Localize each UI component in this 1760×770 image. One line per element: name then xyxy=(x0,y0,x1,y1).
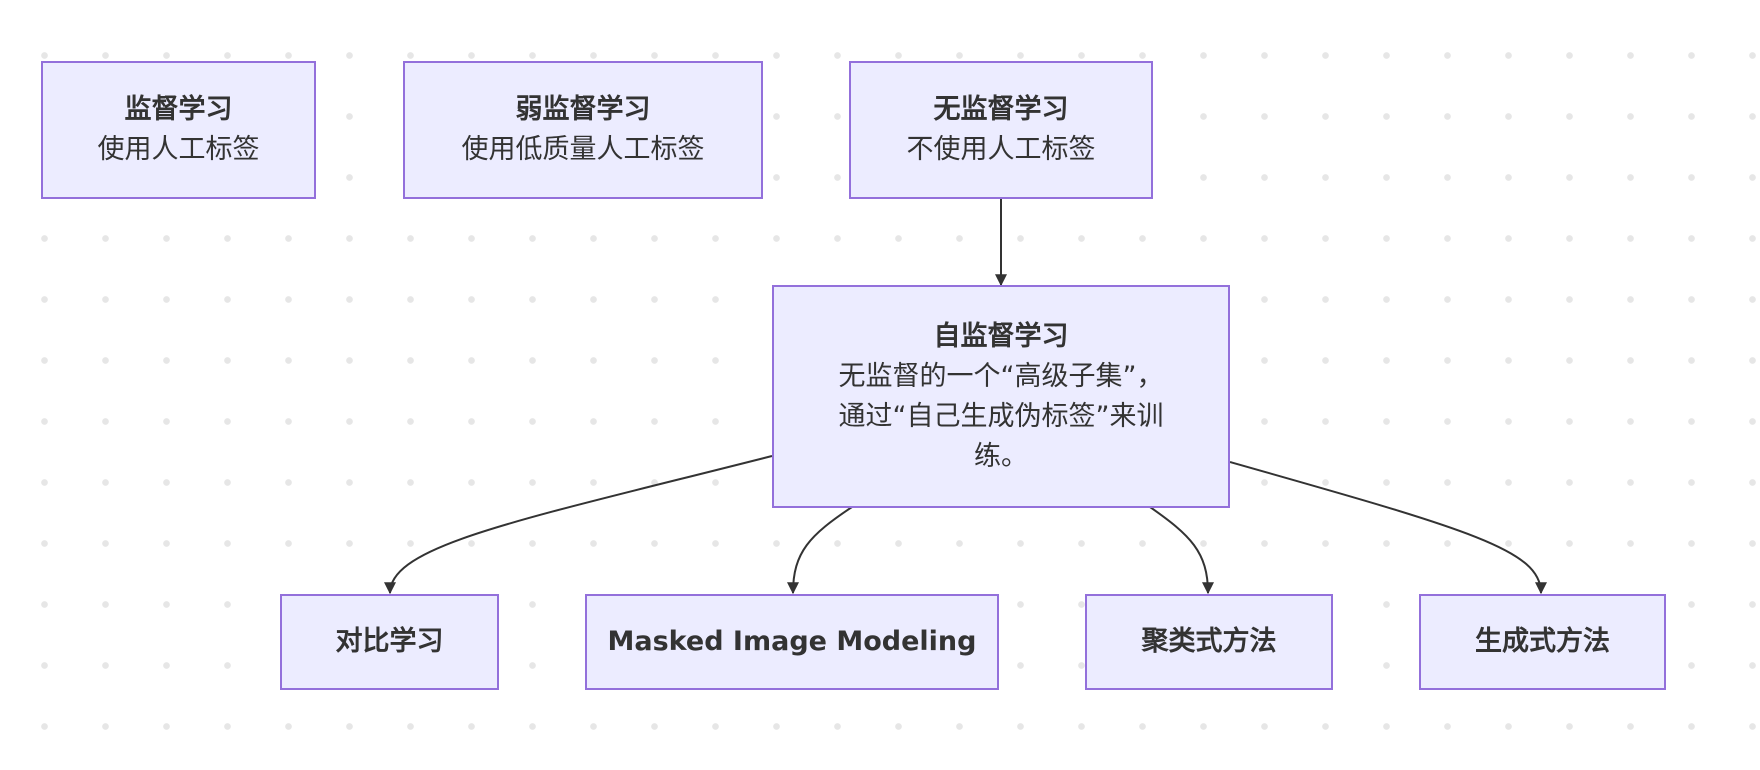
node-unsupervised-title: 无监督学习 xyxy=(933,94,1069,125)
node-self-supervised-desc-line-2: 通过“自己生成伪标签”来训 xyxy=(838,400,1164,432)
edge-self-supervised-to-clustering xyxy=(1149,506,1214,595)
node-clustering: 聚类式方法 xyxy=(1085,594,1333,690)
edge-self-supervised-to-contrastive xyxy=(384,455,773,595)
node-generative: 生成式方法 xyxy=(1419,594,1666,690)
node-self-supervised-desc-line-3: 练。 xyxy=(974,440,1028,472)
node-unsupervised: 无监督学习 不使用人工标签 xyxy=(849,61,1153,199)
node-masked-image-modeling-title: Masked Image Modeling xyxy=(607,626,977,657)
node-supervised: 监督学习 使用人工标签 xyxy=(41,61,316,199)
node-self-supervised-desc-line-1: 无监督的一个“高级子集”， xyxy=(838,360,1164,392)
edge-self-supervised-to-mim xyxy=(787,506,853,595)
node-weakly-supervised: 弱监督学习 使用低质量人工标签 xyxy=(403,61,763,199)
node-weakly-supervised-title: 弱监督学习 xyxy=(515,94,651,125)
node-self-supervised: 自监督学习 无监督的一个“高级子集”， 通过“自己生成伪标签”来训 练。 xyxy=(772,285,1230,508)
node-masked-image-modeling: Masked Image Modeling xyxy=(585,594,999,690)
node-clustering-title: 聚类式方法 xyxy=(1141,626,1277,657)
node-contrastive: 对比学习 xyxy=(280,594,499,690)
edge-self-supervised-to-generative xyxy=(1229,461,1547,595)
node-self-supervised-title: 自监督学习 xyxy=(933,320,1069,352)
node-supervised-title: 监督学习 xyxy=(124,94,233,125)
node-contrastive-title: 对比学习 xyxy=(335,626,444,657)
node-weakly-supervised-desc: 使用低质量人工标签 xyxy=(461,134,705,165)
node-generative-title: 生成式方法 xyxy=(1475,626,1610,657)
node-unsupervised-desc: 不使用人工标签 xyxy=(906,134,1096,165)
node-supervised-desc: 使用人工标签 xyxy=(97,134,260,165)
